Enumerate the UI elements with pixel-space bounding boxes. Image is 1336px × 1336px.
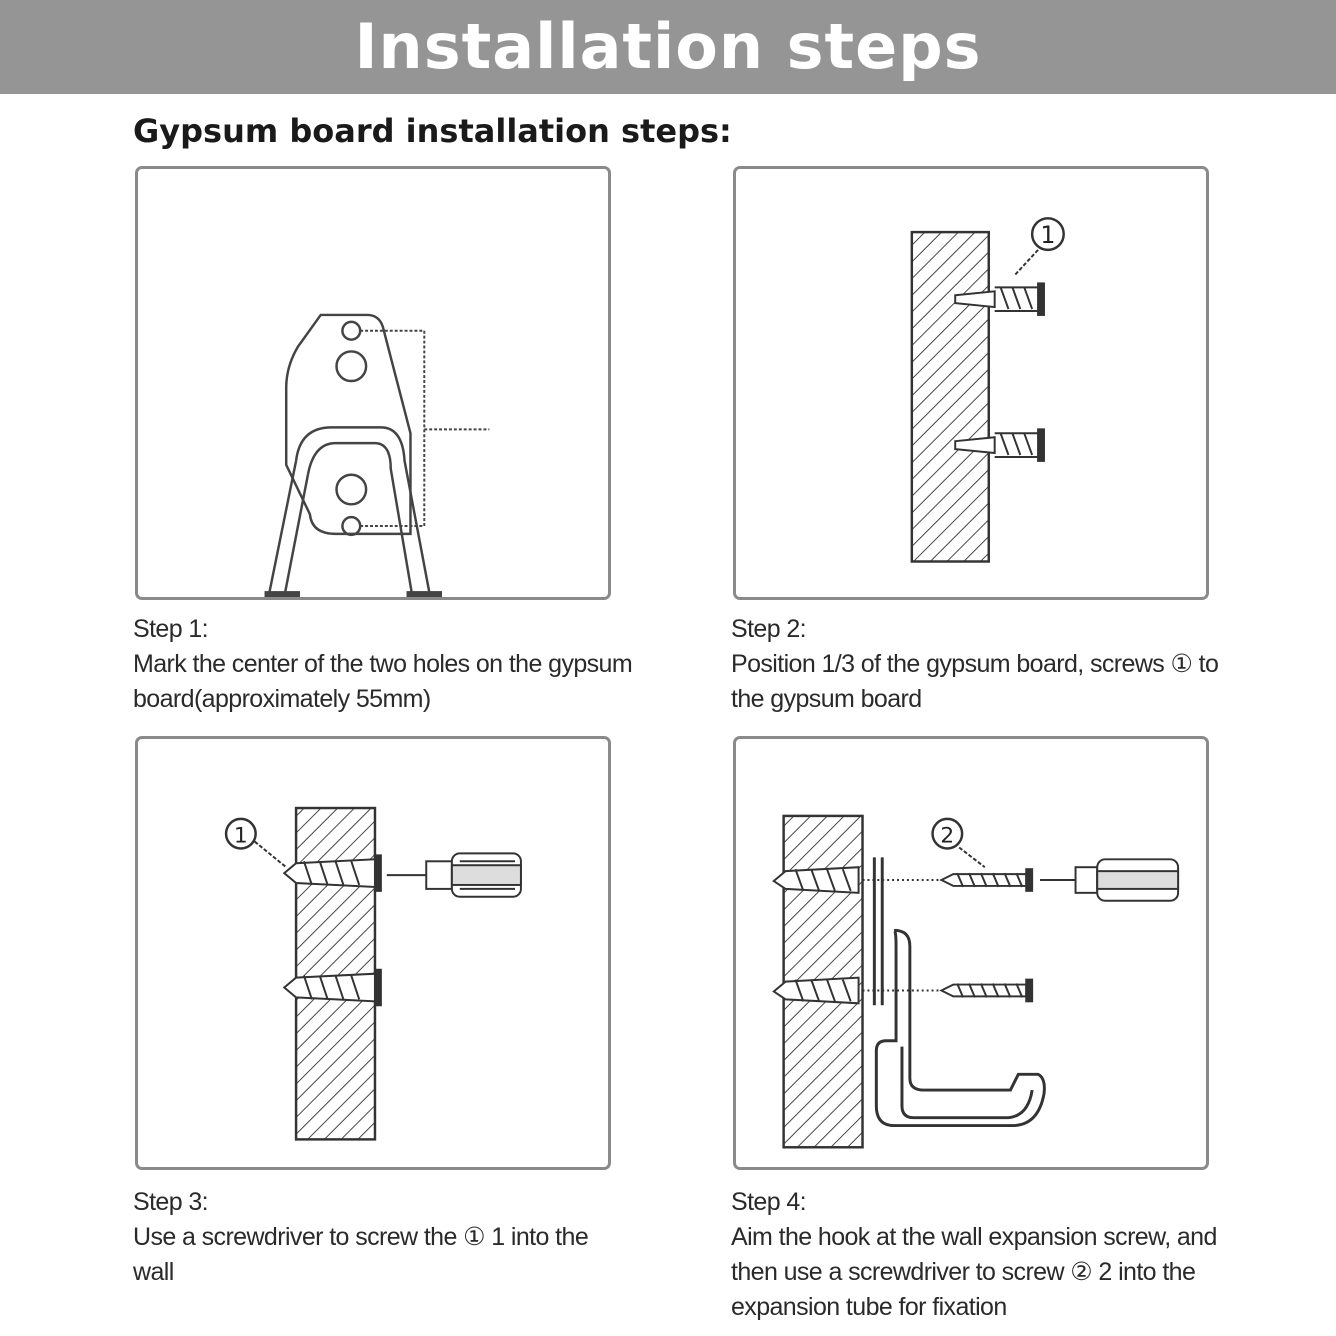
svg-text:1: 1 bbox=[234, 824, 248, 849]
step-1-illustration bbox=[135, 166, 611, 600]
step-1-caption: Step 1: Mark the center of the two holes… bbox=[133, 612, 633, 717]
screwdriver-wall-diagram: 1 bbox=[224, 806, 522, 1141]
step-3-illustration: 1 bbox=[135, 736, 611, 1170]
callout-2-icon: 2 bbox=[931, 817, 986, 868]
step-1-label: Step 1: bbox=[133, 615, 209, 643]
screw-icon bbox=[954, 282, 1045, 316]
screwdriver-icon bbox=[386, 852, 522, 898]
anchor-icon bbox=[772, 976, 860, 1005]
screw-icon bbox=[939, 868, 1034, 892]
step-2-illustration: 1 bbox=[733, 166, 1209, 600]
page-title: Installation steps bbox=[354, 10, 982, 83]
step-4-label: Step 4: bbox=[731, 1188, 807, 1216]
page-header: Installation steps bbox=[0, 0, 1336, 94]
step-4-caption: Step 4: Aim the hook at the wall expansi… bbox=[731, 1185, 1231, 1325]
section-subtitle: Gypsum board installation steps: bbox=[133, 112, 732, 150]
hook-icon bbox=[872, 857, 1046, 1128]
step-2-label: Step 2: bbox=[731, 615, 807, 643]
svg-text:2: 2 bbox=[940, 824, 954, 849]
callout-1-icon: 1 bbox=[224, 817, 287, 868]
screw-icon bbox=[954, 428, 1045, 462]
svg-text:1: 1 bbox=[1040, 221, 1055, 249]
screw-icon bbox=[939, 978, 1034, 1003]
anchor-icon bbox=[772, 866, 860, 894]
step-2-text: Position 1/3 of the gypsum board, screws… bbox=[731, 650, 1219, 713]
anchor-icon bbox=[282, 854, 382, 892]
screwdriver-icon bbox=[1040, 858, 1180, 902]
step-4-text: Aim the hook at the wall expansion screw… bbox=[731, 1223, 1217, 1321]
hook-mounting-plate-diagram bbox=[264, 313, 490, 597]
step-3-text: Use a screwdriver to screw the ① 1 into … bbox=[133, 1223, 589, 1286]
step-1-text: Mark the center of the two holes on the … bbox=[133, 650, 633, 713]
callout-1-icon: 1 bbox=[1013, 217, 1065, 277]
step-3-label: Step 3: bbox=[133, 1188, 209, 1216]
step-4-illustration: 2 bbox=[733, 736, 1209, 1170]
step-2-caption: Step 2: Position 1/3 of the gypsum board… bbox=[731, 612, 1231, 717]
anchor-icon bbox=[282, 968, 382, 1007]
step-3-caption: Step 3: Use a screwdriver to screw the ①… bbox=[133, 1185, 633, 1290]
gypsum-board-screws-diagram: 1 bbox=[910, 217, 1065, 563]
hook-fixation-diagram: 2 bbox=[772, 814, 1180, 1149]
